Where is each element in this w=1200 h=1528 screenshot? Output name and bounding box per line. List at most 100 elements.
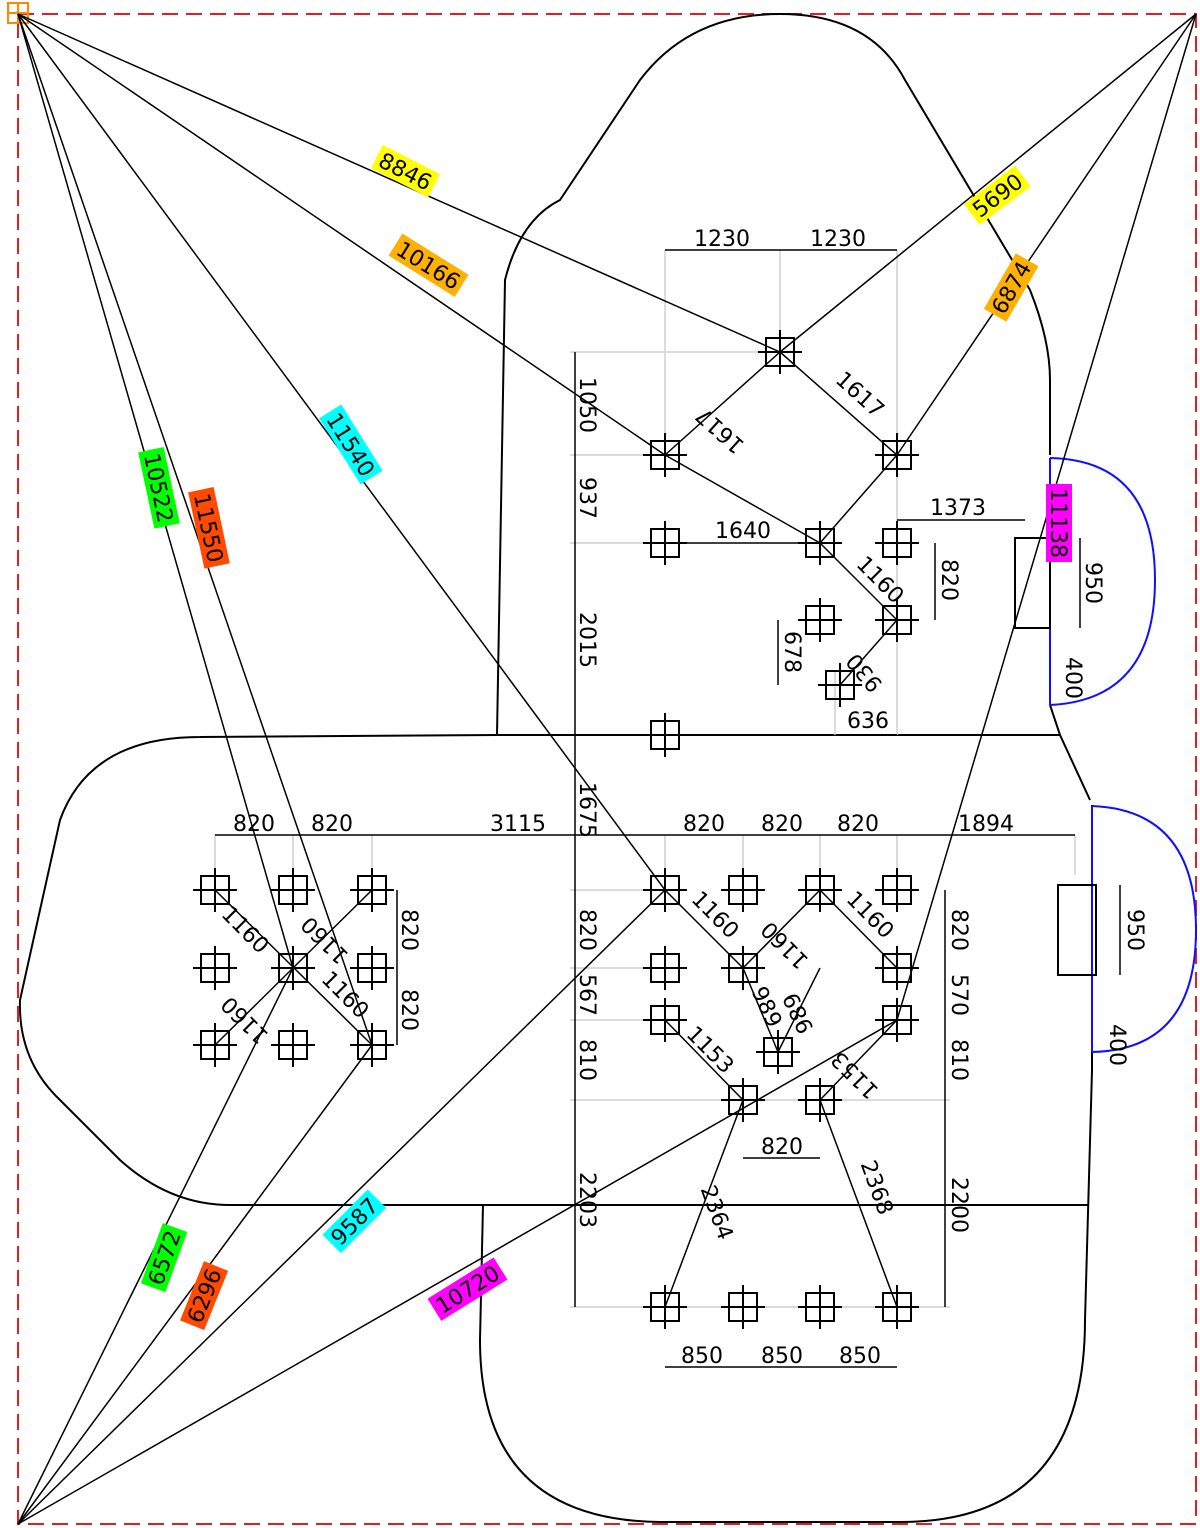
- highlight-label: 6572: [140, 1223, 188, 1293]
- dim-820-left-v1: 820: [396, 909, 421, 951]
- crosshair-square-icon: [643, 521, 687, 565]
- dim-820-right-v: 820: [946, 909, 971, 951]
- highlight-label: 10720: [427, 1257, 508, 1321]
- crosshair-square-icon: [798, 868, 842, 912]
- fixtures: [1014, 537, 1097, 976]
- dim-1050: 1050: [574, 377, 599, 433]
- crosshair-square-icon: [643, 1285, 687, 1329]
- dim-3115: 3115: [490, 812, 546, 837]
- dim-820-mid-b: 820: [761, 812, 803, 837]
- crosshair-square-icon: [798, 521, 842, 565]
- crosshair-square-icon: [875, 521, 919, 565]
- svg-text:8846: 8846: [374, 149, 435, 197]
- dim-810-v: 810: [574, 1039, 599, 1081]
- reference-lines: [214, 250, 1076, 1308]
- dim-850-c: 850: [839, 1344, 881, 1369]
- crosshair-square-icon: [643, 713, 687, 757]
- crosshair-square-icon: [875, 433, 919, 477]
- dim-400-lower: 400: [1104, 1024, 1129, 1066]
- dim-820-bottom: 820: [761, 1135, 803, 1160]
- svg-text:11540: 11540: [320, 409, 378, 482]
- highlight-label: 11540: [319, 404, 383, 485]
- dim-989-a: 989: [746, 983, 786, 1032]
- svg-text:11138: 11138: [1045, 488, 1070, 558]
- dimension-labels: 1230 1230 1050 937 2015 1675 820 567 810…: [216, 227, 1147, 1369]
- dim-636: 636: [847, 709, 889, 734]
- left-room-outline: [18, 734, 1088, 1206]
- dim-1230-left: 1230: [694, 227, 750, 252]
- upper-room-outline: [496, 12, 1051, 736]
- dim-678: 678: [779, 631, 804, 673]
- lower-room-outline: [478, 1069, 1093, 1523]
- crosshair-square-icon: [758, 330, 802, 374]
- upper-fixture: [1014, 537, 1051, 629]
- crosshair-square-icon: [350, 1023, 394, 1067]
- crosshair-square-icon: [643, 868, 687, 912]
- crosshair-square-icon: [643, 433, 687, 477]
- dim-1617-b: 1617: [830, 367, 888, 423]
- upper-door-arc: [1049, 457, 1157, 706]
- dim-989-b: 989: [779, 988, 819, 1037]
- dim-820-v: 820: [574, 909, 599, 951]
- dim-820-upper: 820: [936, 559, 961, 601]
- crosshair-square-icon: [798, 1285, 842, 1329]
- dim-2200: 2200: [946, 1177, 971, 1233]
- dim-1160-left-c: 1160: [217, 991, 274, 1048]
- crosshair-square-icon: [798, 1078, 842, 1122]
- highlight-label: 6874: [983, 253, 1039, 322]
- dim-1894: 1894: [958, 812, 1014, 837]
- crosshair-square-icon: [875, 998, 919, 1042]
- dim-930: 930: [842, 648, 888, 696]
- dim-850-a: 850: [681, 1344, 723, 1369]
- upper-room-right-edge: [1049, 704, 1091, 801]
- origin-marker-icon: [7, 2, 29, 24]
- crosshair-square-icon: [193, 946, 237, 990]
- crosshair-square-icon: [721, 868, 765, 912]
- dim-1153-a: 1153: [681, 1022, 738, 1079]
- crosshair-square-icon: [271, 946, 315, 990]
- dim-820-left-b: 820: [311, 812, 353, 837]
- dim-2203: 2203: [574, 1172, 599, 1228]
- highlight-label: 8846: [371, 144, 440, 198]
- highlight-label: 10522: [138, 446, 180, 529]
- svg-text:10720: 10720: [432, 1261, 505, 1319]
- dim-820-left-v2: 820: [396, 989, 421, 1031]
- dim-950-upper: 950: [1080, 562, 1105, 604]
- highlight-label: 10166: [388, 233, 469, 297]
- crosshair-square-icon: [721, 946, 765, 990]
- crosshair-square-icon: [798, 598, 842, 642]
- crosshair-square-icon: [350, 946, 394, 990]
- dim-1160-upper: 1160: [851, 552, 908, 609]
- dim-567: 567: [574, 974, 599, 1016]
- dim-1617-a: 1617: [691, 402, 749, 458]
- dim-1640: 1640: [715, 519, 771, 544]
- lower-fixture: [1057, 884, 1097, 976]
- crosshair-square-icon: [271, 1023, 315, 1067]
- dim-1373: 1373: [930, 496, 986, 521]
- crosshair-square-icon: [643, 946, 687, 990]
- dim-820-mid-a: 820: [683, 812, 725, 837]
- dim-400-upper: 400: [1060, 657, 1085, 699]
- room-outlines: [18, 12, 1093, 1523]
- dim-810-right: 810: [946, 1039, 971, 1081]
- crosshair-square-icon: [193, 1023, 237, 1067]
- crosshair-square-icon: [721, 1285, 765, 1329]
- dim-1160-right-c: 1160: [841, 887, 898, 944]
- highlight-label: 9587: [322, 1189, 387, 1254]
- dim-1160-right-a: 1160: [686, 887, 743, 944]
- lower-door-arc: [1091, 805, 1198, 1053]
- crosshair-square-icon: [721, 1078, 765, 1122]
- crosshair-square-icon: [193, 868, 237, 912]
- crosshair-square-icon: [818, 663, 862, 707]
- crosshair-square-icon: [875, 868, 919, 912]
- crosshair-square-icon: [875, 598, 919, 642]
- dim-850-b: 850: [761, 1344, 803, 1369]
- dimension-lines: [215, 249, 1121, 1368]
- highlight-label: 11138: [1045, 484, 1072, 562]
- crosshair-square-icon: [643, 998, 687, 1042]
- dim-937: 937: [574, 477, 599, 519]
- dim-570: 570: [946, 974, 971, 1016]
- crosshair-square-icon: [875, 1285, 919, 1329]
